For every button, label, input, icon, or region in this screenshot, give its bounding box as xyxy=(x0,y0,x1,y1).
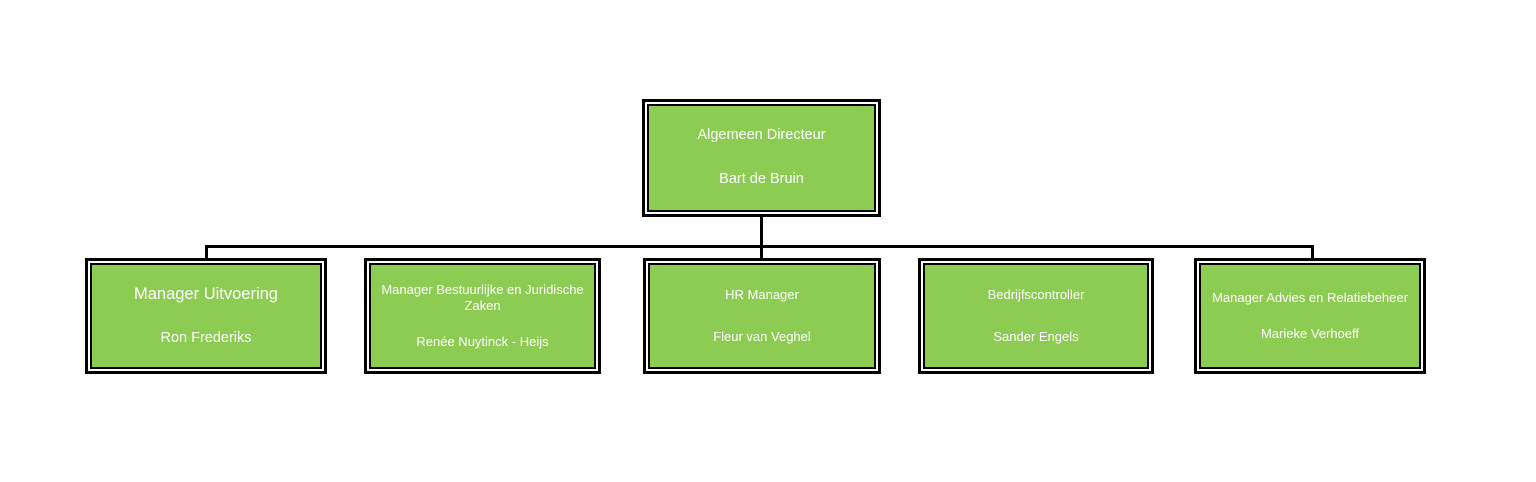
org-node-child-2[interactable]: Manager Bestuurlijke en Juridische Zaken… xyxy=(364,258,601,374)
org-node-child-1-person: Ron Frederiks xyxy=(160,330,252,347)
org-node-root[interactable]: Algemeen Directeur Bart de Bruin xyxy=(642,99,881,217)
connector-horizontal-bus xyxy=(205,245,1314,248)
org-node-child-2-title: Manager Bestuurlijke en Juridische Zaken xyxy=(381,282,584,314)
org-node-child-4-title: Bedrijfscontroller xyxy=(987,287,1085,303)
org-node-child-4-person: Sander Engels xyxy=(993,329,1079,344)
org-node-child-1-title: Manager Uitvoering xyxy=(134,285,278,304)
org-node-child-3-person: Fleur van Veghel xyxy=(713,329,811,344)
org-node-root-title: Algemeen Directeur xyxy=(697,127,826,144)
connector-root-stem xyxy=(760,217,763,258)
org-node-child-3-body: HR Manager Fleur van Veghel xyxy=(648,263,876,369)
org-node-child-3-title: HR Manager xyxy=(725,287,799,303)
org-node-child-2-person: Renée Nuytinck - Heijs xyxy=(416,333,549,349)
org-node-child-1[interactable]: Manager Uitvoering Ron Frederiks xyxy=(85,258,327,374)
org-node-root-body: Algemeen Directeur Bart de Bruin xyxy=(647,104,876,212)
org-node-child-4[interactable]: Bedrijfscontroller Sander Engels xyxy=(918,258,1154,374)
org-node-root-person: Bart de Bruin xyxy=(719,171,804,187)
org-node-child-5-person: Marieke Verhoeff xyxy=(1260,326,1360,341)
org-node-child-5[interactable]: Manager Advies en Relatiebeheer Marieke … xyxy=(1194,258,1426,374)
org-node-child-2-body: Manager Bestuurlijke en Juridische Zaken… xyxy=(369,263,596,369)
org-node-child-5-title: Manager Advies en Relatiebeheer xyxy=(1212,290,1408,306)
org-node-child-4-body: Bedrijfscontroller Sander Engels xyxy=(923,263,1149,369)
org-node-child-5-body: Manager Advies en Relatiebeheer Marieke … xyxy=(1199,263,1421,369)
org-node-child-1-body: Manager Uitvoering Ron Frederiks xyxy=(90,263,322,369)
connector-drop-child-3 xyxy=(760,245,763,261)
connector-drop-child-5 xyxy=(1311,245,1314,261)
org-node-child-3[interactable]: HR Manager Fleur van Veghel xyxy=(643,258,881,374)
connector-drop-child-1 xyxy=(205,245,208,261)
